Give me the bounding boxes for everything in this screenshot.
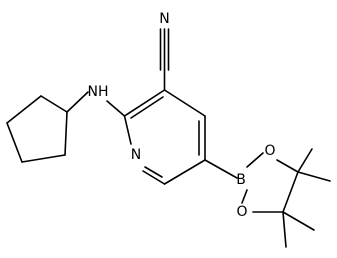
atom-label-boron: B <box>236 172 246 188</box>
atom-label-amine-nh: NH <box>88 84 109 100</box>
atom-label-pyridine-n: N <box>131 147 141 163</box>
atom-label-nitrile-n: N <box>159 11 169 27</box>
ring-bond-c2-c3 <box>123 89 166 117</box>
cyclopentyl-bond-1 <box>40 95 68 113</box>
ring-bond-c6-n1-inner <box>144 166 163 178</box>
ring-bond-c3-c4 <box>163 89 206 117</box>
methyl-bond-2 <box>297 171 331 182</box>
ring-bond-c6-n1 <box>142 170 166 185</box>
bond-c2-nh <box>106 100 126 117</box>
bond-nh-cyclopentyl <box>66 91 89 113</box>
atom-labels: N NH N B O O <box>88 11 276 220</box>
bond-o-upper-c <box>276 159 299 173</box>
cyclopentyl-bond-2 <box>6 95 42 124</box>
methyl-bond-3 <box>282 211 315 231</box>
cyclopentyl-bond-5 <box>64 111 68 156</box>
bond-boron-o-lower <box>241 189 248 204</box>
ring-bond-n1-c2 <box>123 115 132 145</box>
bond-boron-o-upper <box>246 152 264 168</box>
ring-bond-c2-c3-inner <box>130 96 164 119</box>
cyclopentyl-bond-4 <box>21 154 66 163</box>
atom-label-o-lower: O <box>236 204 247 220</box>
methyl-bond-1 <box>297 148 313 173</box>
bond-c-c <box>282 171 299 213</box>
bond-c5-boron <box>204 159 238 179</box>
atom-label-o-upper: O <box>264 143 275 159</box>
cyclopentyl-bond-3 <box>6 122 23 163</box>
bonds <box>6 28 331 248</box>
ring-bond-c5-c6 <box>163 159 206 185</box>
methyl-bond-4 <box>282 211 287 248</box>
